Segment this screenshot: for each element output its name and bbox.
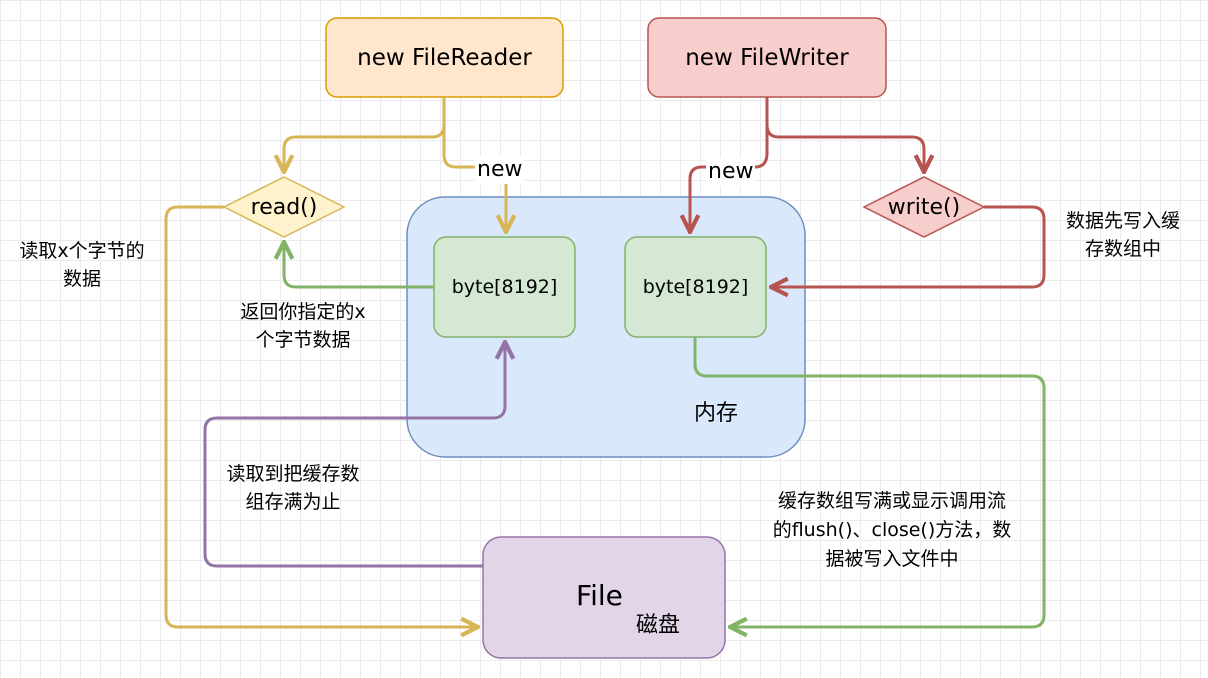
flush-line-2: 的flush()、close()方法，数 [772, 519, 1012, 541]
write-buffer-line-1: 数据先写入缓 [1065, 210, 1180, 232]
writer-new-label: new [706, 158, 756, 186]
reader-buffer-node: byte[8192] [434, 237, 575, 337]
return-x-line-1: 返回你指定的x [240, 301, 366, 323]
buffer-return-arrow [284, 242, 434, 289]
return-x-line-2: 个字节数据 [255, 329, 351, 351]
disk-label: 磁盘 [636, 613, 681, 638]
flush-text: 缓存数组写满或显示调用流 的flush()、close()方法，数 据被写入文件… [742, 487, 1042, 574]
read-label: read() [250, 194, 318, 220]
fill-buffer-line-2: 组存满为止 [245, 491, 341, 513]
file-disk-shape [482, 536, 726, 659]
fill-buffer-text: 读取到把缓存数 组存满为止 [208, 460, 378, 516]
memory-label: 内存 [694, 401, 739, 426]
read-x-line-1: 读取x个字节的 [19, 240, 145, 262]
fill-buffer-arrow [203, 342, 505, 568]
file-writer-node: new FileWriter [648, 18, 886, 97]
flush-to-file-arrow [693, 337, 1046, 627]
read-diamond-shape [222, 176, 346, 238]
flush-line-3: 据被写入文件中 [825, 548, 959, 570]
reader-new-label: new [475, 156, 525, 184]
writer-buffer-node: byte[8192] [625, 237, 766, 337]
write-buffer-line-2: 存数组中 [1084, 238, 1161, 260]
write-node: write() [864, 177, 984, 237]
read-x-line-2: 数据 [62, 268, 101, 290]
write-label: write() [887, 194, 961, 220]
file-writer-label: new FileWriter [685, 44, 849, 71]
fill-buffer-line-1: 读取到把缓存数 [226, 463, 360, 485]
write-to-buffer-arrow [771, 205, 1046, 287]
file-label: File [576, 579, 623, 612]
reader-buffer-label: byte[8192] [451, 276, 558, 298]
reader-to-read-arrow [284, 97, 446, 172]
read-x-bytes-text: 读取x个字节的 数据 [2, 237, 162, 293]
write-buffer-text: 数据先写入缓 存数组中 [1048, 207, 1198, 263]
read-node: read() [224, 177, 344, 237]
return-x-bytes-text: 返回你指定的x 个字节数据 [218, 298, 388, 354]
flush-line-1: 缓存数组写满或显示调用流 [777, 490, 1006, 512]
writer-buffer-label: byte[8192] [642, 276, 749, 298]
file-reader-node: new FileReader [326, 18, 563, 97]
read-to-file-arrow [164, 205, 478, 627]
writer-to-write-arrow [765, 97, 924, 172]
file-reader-label: new FileReader [357, 44, 532, 71]
